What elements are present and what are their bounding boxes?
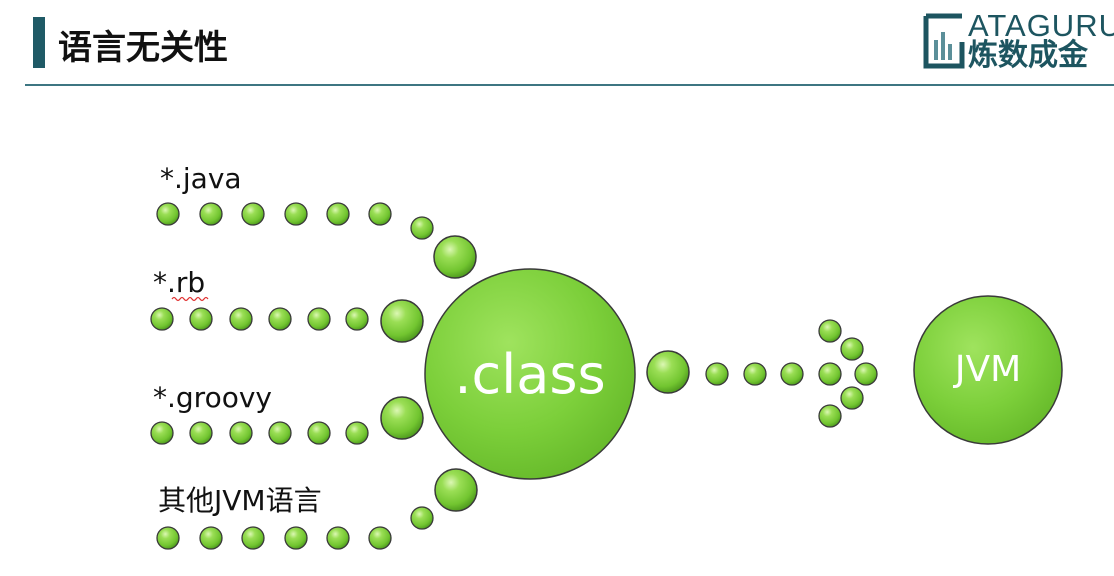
path-dot: [199, 526, 223, 550]
path-dot: [189, 421, 213, 445]
dot-path-to-jvm: [646, 350, 804, 394]
brand-logo: ATAGURU 炼数成金: [922, 10, 1114, 72]
arrow-dot: [840, 337, 864, 361]
spellcheck-underline: [171, 296, 209, 302]
arrow-dot: [840, 386, 864, 410]
path-dot: [268, 421, 292, 445]
logo-text-chinese: 炼数成金: [968, 38, 1088, 72]
jvm-label: JVM: [953, 349, 1021, 390]
header-divider: [25, 84, 1114, 86]
path-dot-large: [380, 396, 424, 440]
source-label-groovy: *.groovy: [153, 381, 272, 414]
path-dot: [780, 362, 804, 386]
path-dot: [284, 526, 308, 550]
path-dot: [368, 526, 392, 550]
path-dot: [229, 307, 253, 331]
source-label-other-jvm: 其他JVM语言: [158, 484, 322, 517]
path-dot: [241, 202, 265, 226]
jvm-circle: [913, 295, 1063, 445]
page-title: 语言无关性: [58, 28, 228, 68]
path-dot-large: [433, 235, 477, 279]
path-dot: [150, 307, 174, 331]
arrow-dot: [818, 404, 842, 428]
path-dot: [150, 421, 174, 445]
dot-path-rb: [150, 299, 424, 343]
class-hub-circle: [424, 268, 636, 480]
logo-icon: [923, 13, 965, 69]
source-label-java: *.java: [160, 162, 242, 195]
title-accent-bar: [33, 17, 45, 68]
path-dot: [307, 307, 331, 331]
class-hub-label: .class: [454, 343, 605, 406]
path-dot: [241, 526, 265, 550]
arrow-dot: [818, 362, 842, 386]
path-dot: [326, 202, 350, 226]
class-hub-node: .class: [424, 268, 636, 480]
dot-path-groovy: [150, 396, 424, 445]
arrow-dot: [818, 319, 842, 343]
path-dot: [410, 506, 434, 530]
path-dot: [345, 421, 369, 445]
path-dot: [229, 421, 253, 445]
path-dot-large: [434, 468, 478, 512]
path-dot: [189, 307, 213, 331]
path-dot: [410, 216, 434, 240]
dot-path-java: [156, 202, 477, 279]
path-dot: [284, 202, 308, 226]
jvm-node: JVM: [913, 295, 1063, 445]
path-dot: [743, 362, 767, 386]
path-dot: [199, 202, 223, 226]
arrow-dot: [854, 362, 878, 386]
path-dot: [268, 307, 292, 331]
dot-arrow-head: [818, 319, 878, 428]
path-dot: [156, 526, 180, 550]
path-dot: [156, 202, 180, 226]
path-dot: [705, 362, 729, 386]
path-dot: [368, 202, 392, 226]
logo-text-latin: ATAGURU: [968, 10, 1114, 43]
path-dot: [345, 307, 369, 331]
source-label-rb: *.rb: [153, 266, 206, 299]
path-dot: [307, 421, 331, 445]
dot-path-other-jvm: [156, 468, 478, 550]
path-dot-large: [380, 299, 424, 343]
path-dot: [326, 526, 350, 550]
path-dot-large: [646, 350, 690, 394]
